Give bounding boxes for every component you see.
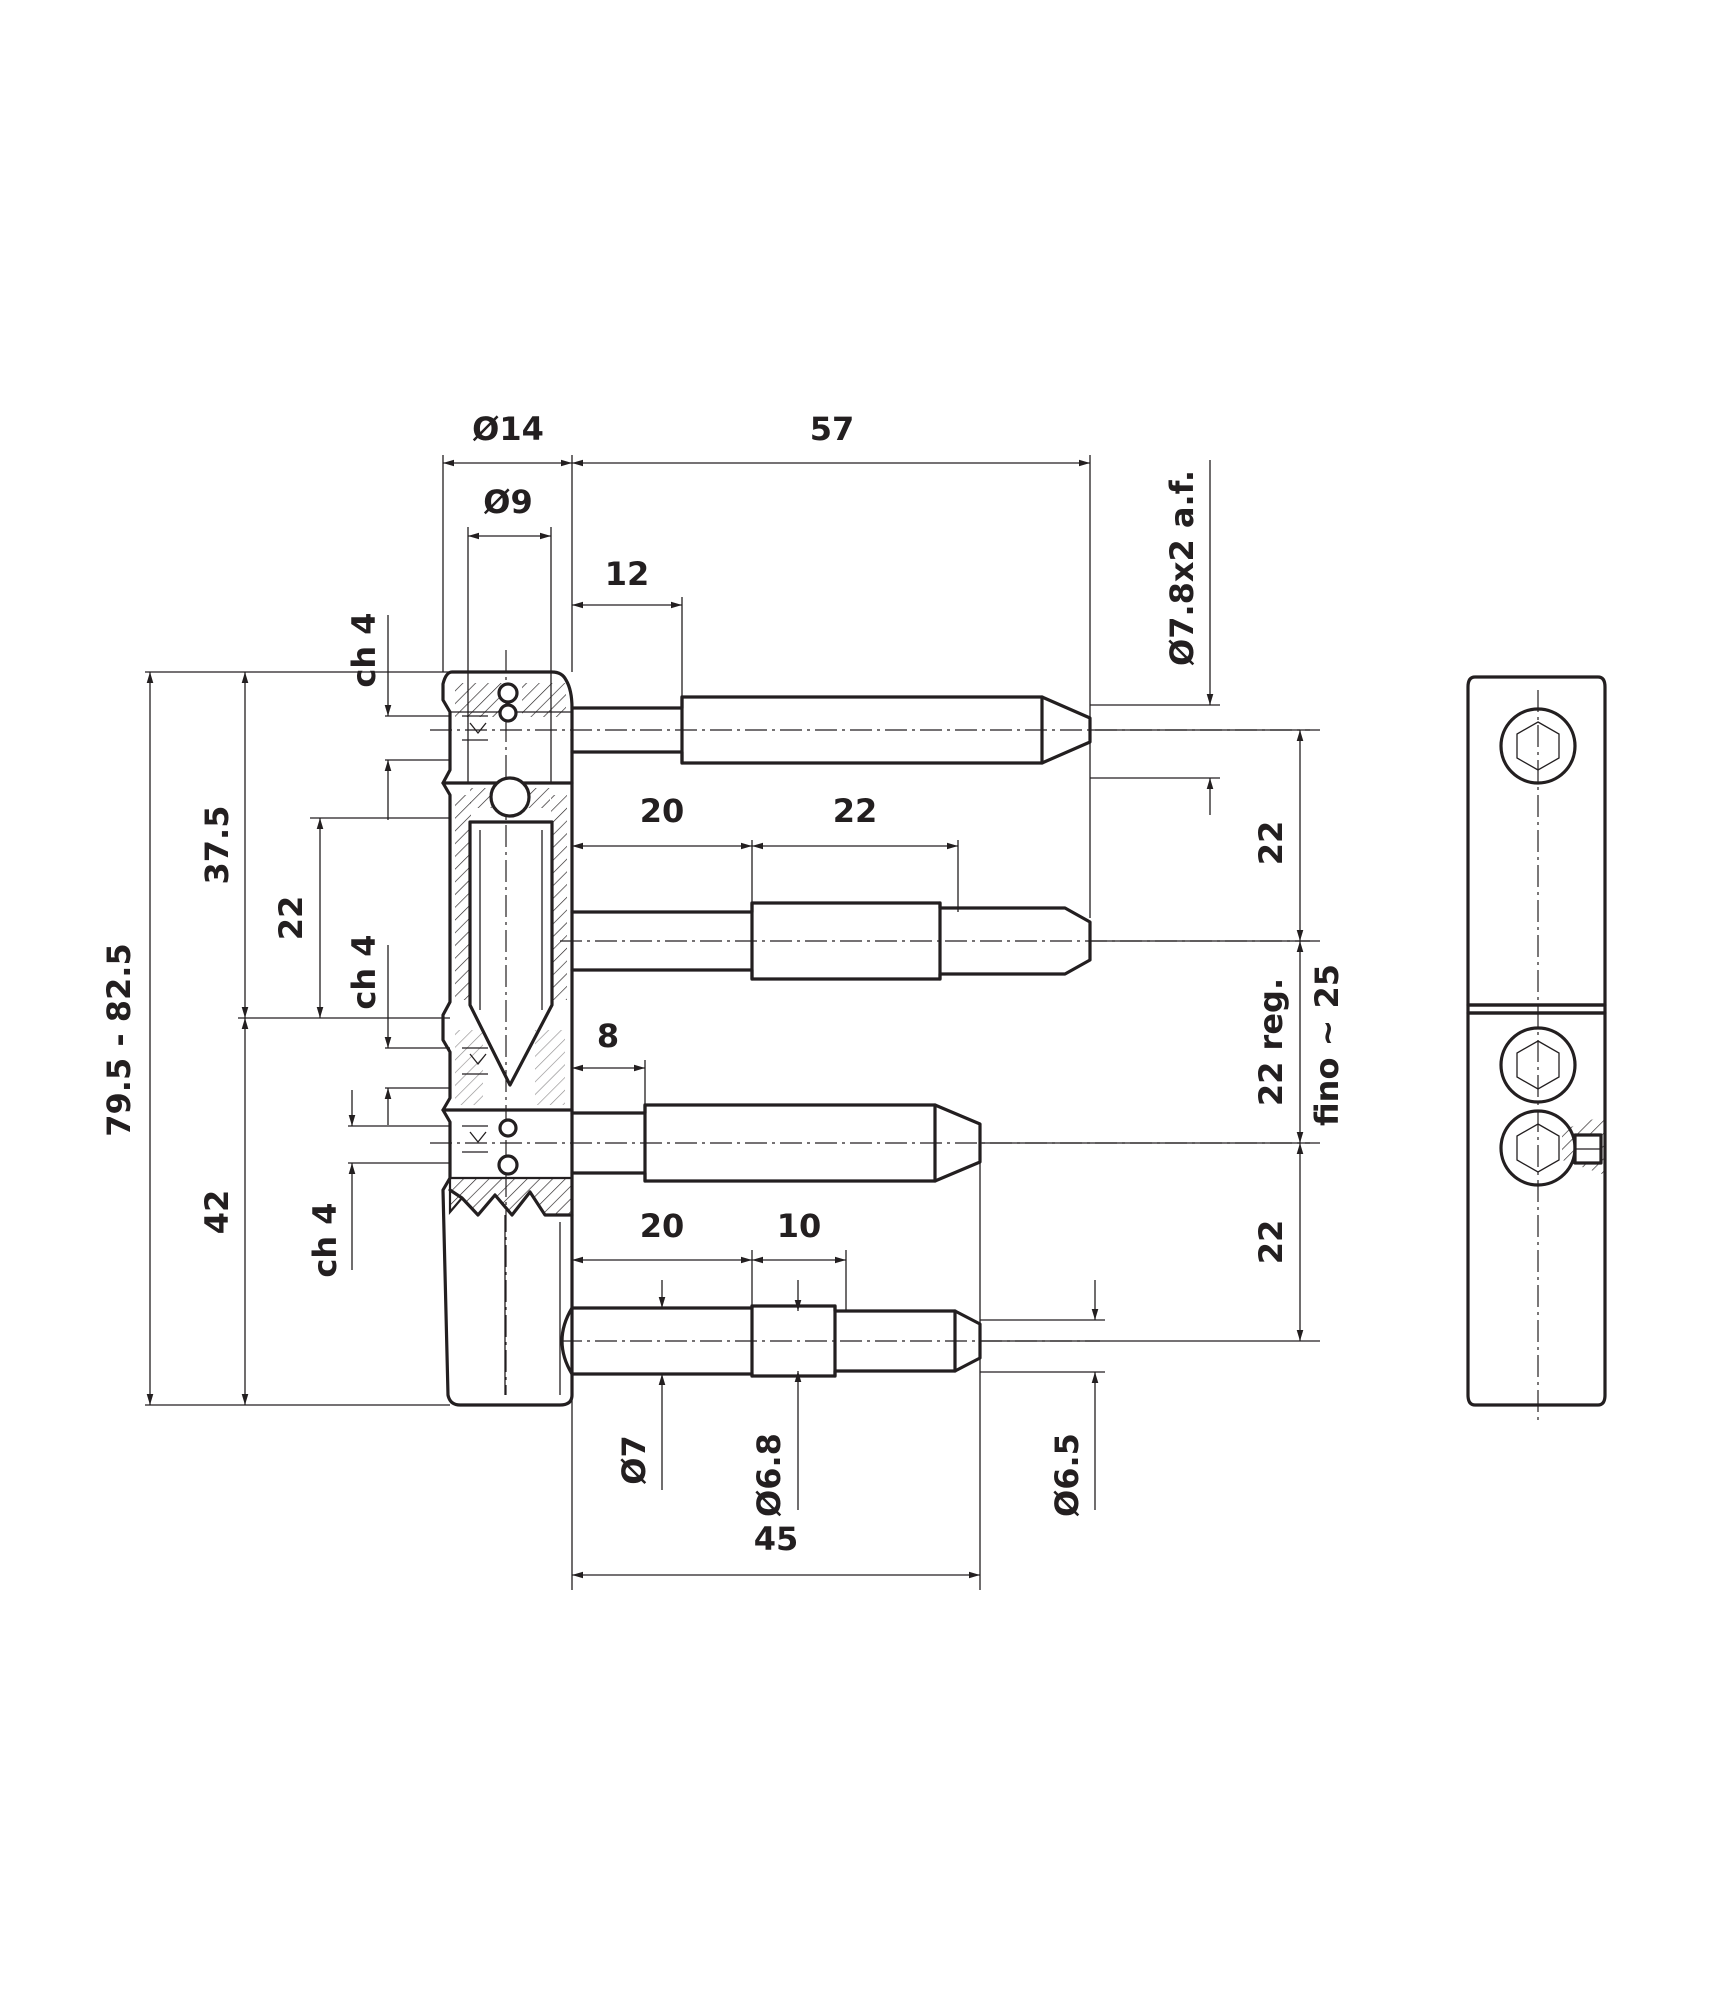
- label-lower-body-height: 42: [198, 1190, 236, 1235]
- label-top-shoulder: 12: [605, 555, 650, 593]
- label-overall-height: 79.5 - 82.5: [100, 943, 138, 1136]
- label-top-pin-section: Ø7.8x2 a.f.: [1163, 470, 1201, 666]
- label-upper-bore-depth: 22: [272, 896, 310, 941]
- hinge-knuckle: [441, 670, 574, 1407]
- label-outer-diameter: Ø14: [472, 410, 544, 448]
- label-upper-body-height: 37.5: [198, 806, 236, 885]
- label-second-pin-step: 22: [833, 792, 878, 830]
- label-bottom-pin-shoulder: 20: [640, 1207, 685, 1245]
- label-bottom-diameter-b: Ø6.8: [750, 1433, 788, 1517]
- label-inner-diameter: Ø9: [483, 483, 532, 521]
- label-lower-hex-socket: ch 4: [306, 1202, 344, 1277]
- label-overall-pin-length: 57: [810, 410, 855, 448]
- extension-lines: [145, 455, 1320, 1590]
- label-fine-adjust: fino ~ 25: [1308, 964, 1346, 1126]
- label-bottom-diameter-c: Ø6.5: [1048, 1433, 1086, 1517]
- label-bottom-pin-length: 45: [754, 1520, 799, 1558]
- pin-4: [560, 1304, 982, 1378]
- label-pin-spacing-bottom: 22: [1252, 1220, 1290, 1265]
- label-pin-spacing-adjust: 22 reg.: [1252, 978, 1290, 1106]
- label-third-pin-shoulder: 8: [597, 1017, 619, 1055]
- dimension-lines: [146, 459, 1304, 1579]
- label-bottom-pin-step: 10: [777, 1207, 822, 1245]
- dimension-labels: Ø14 57 Ø9 12 Ø7.8x2 a.f. ch 4 37.5 20 22…: [100, 410, 1346, 1558]
- label-bottom-diameter-a: Ø7: [615, 1435, 653, 1484]
- label-middle-hex-socket: ch 4: [345, 934, 383, 1009]
- label-pin-spacing-top: 22: [1252, 821, 1290, 866]
- side-view: [1466, 675, 1607, 1407]
- label-top-hex-socket: ch 4: [345, 612, 383, 687]
- label-second-pin-shoulder: 20: [640, 792, 685, 830]
